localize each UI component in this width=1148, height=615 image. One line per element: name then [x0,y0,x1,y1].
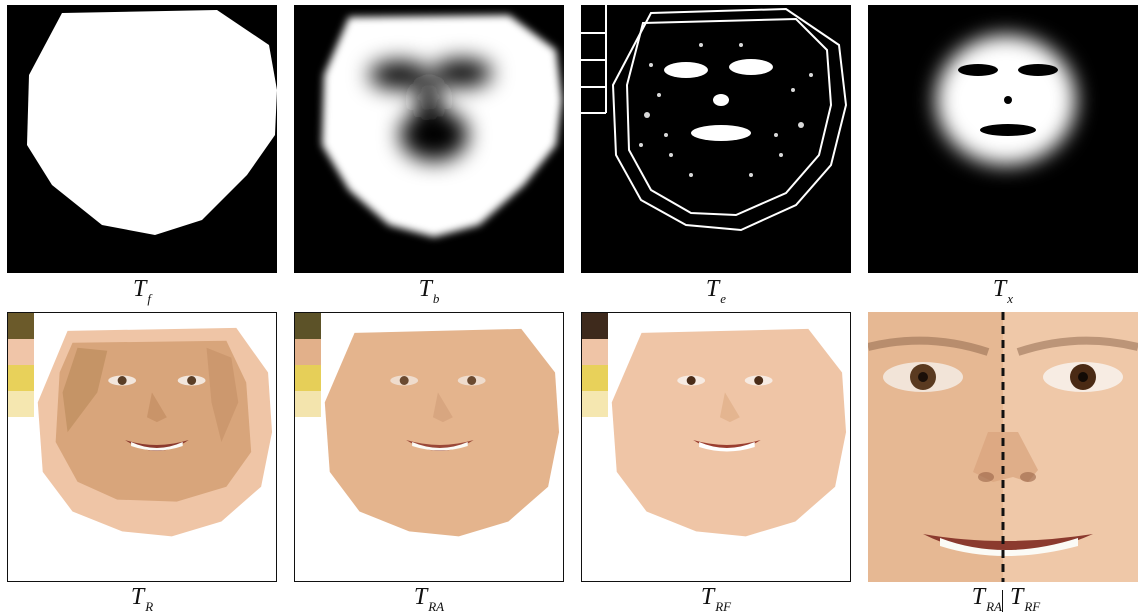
texture-panel-tr [7,312,277,582]
color-swatch-column [8,313,34,417]
swatch-pale [8,391,34,417]
swatch-yellow [295,365,321,391]
color-swatch-column [582,313,608,417]
face-texture-albedo [295,313,563,581]
swatch-yellow [8,365,34,391]
mask-panel-tf [7,5,277,273]
face-texture-photo [8,313,276,581]
swatch-dark [582,313,608,339]
caption-tr: TR [52,584,232,615]
caption-split-left: TRA [938,584,1002,615]
edge-mask-image [581,5,851,273]
swatch-dark [295,313,321,339]
mask-panel-tb [294,5,564,273]
swatch-yellow [582,365,608,391]
swatch-pale [295,391,321,417]
caption-tb: Tb [339,276,519,307]
swatch-dark [8,313,34,339]
caption-tx: Tx [913,276,1093,307]
texture-panel-trf [581,312,851,582]
face-texture-refined [582,313,850,581]
caption-trf: TRF [626,584,806,615]
face-mask-image [7,5,277,273]
swatch-skin [295,339,321,365]
texture-panel-tra [294,312,564,582]
caption-te: Te [626,276,806,307]
blur-mask-image [294,5,564,273]
texture-mask-image [868,5,1138,273]
face-closeup-comparison [868,312,1138,582]
swatch-skin [582,339,608,365]
swatch-pale [582,391,608,417]
mask-panel-tx [868,5,1138,273]
caption-tra: TRA [339,584,519,615]
caption-tf: Tf [52,276,232,307]
caption-split-right: TRF [1010,584,1074,615]
color-swatch-column [295,313,321,417]
swatch-skin [8,339,34,365]
mask-panel-te [581,5,851,273]
split-comparison-panel [868,312,1138,582]
